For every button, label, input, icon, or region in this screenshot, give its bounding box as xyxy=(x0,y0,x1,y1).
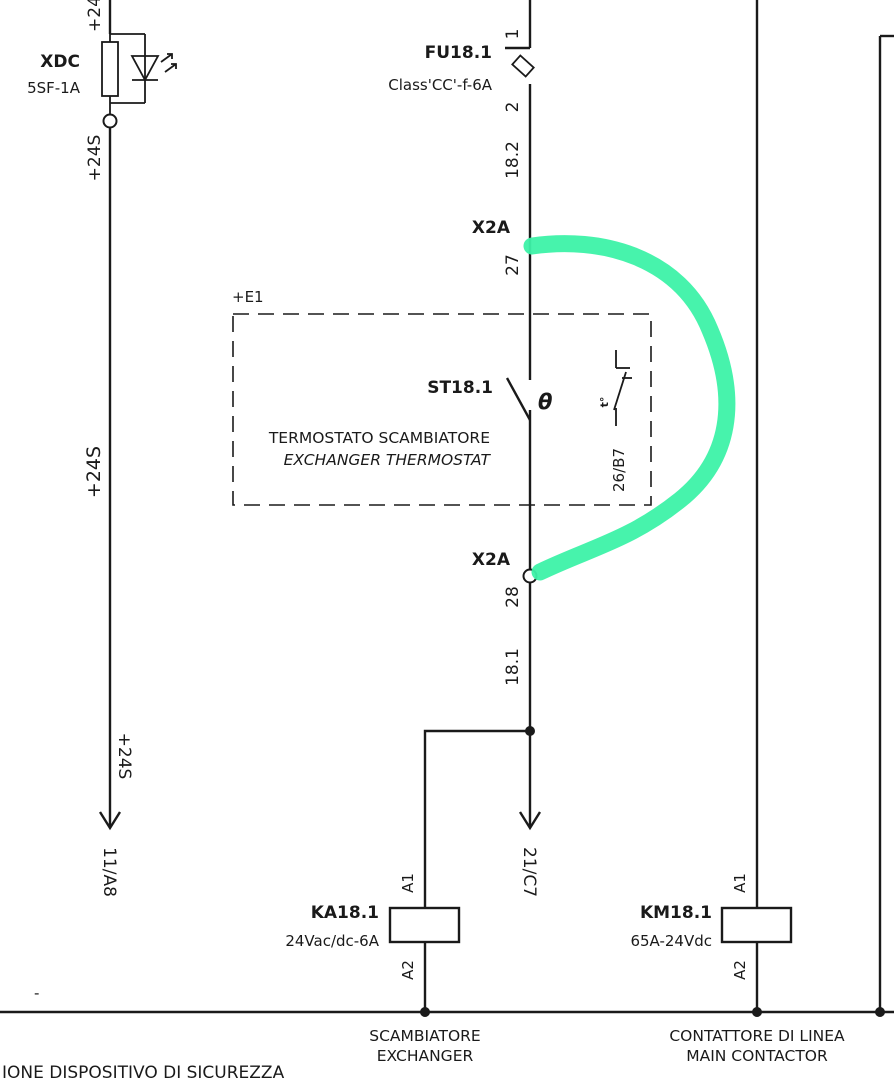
highlight-stroke xyxy=(523,235,736,581)
terminal-27: 27 xyxy=(503,254,523,276)
enclosure-ref: +E1 xyxy=(232,288,264,306)
wire-label-24s-low: +24S xyxy=(114,733,134,780)
relay-ka-pin-a2: A2 xyxy=(399,960,417,980)
wire-label-18-1: 18.1 xyxy=(503,648,523,686)
relay-km-label-en: MAIN CONTACTOR xyxy=(686,1047,828,1065)
xdc-spec: 5SF-1A xyxy=(27,79,81,97)
terminal-x2a-top-ref: X2A xyxy=(472,218,511,238)
relay-km-pin-a2: A2 xyxy=(731,960,749,980)
thermostat-symbol: θ xyxy=(538,390,552,414)
fuse-pin-1: 1 xyxy=(503,29,523,40)
terminal-28: 28 xyxy=(503,586,523,608)
fuse-pin-2: 2 xyxy=(503,102,523,113)
wire-label-24s-upper: +24S xyxy=(85,135,105,182)
wire-label-18-2: 18.2 xyxy=(503,141,523,179)
relay-ka-label-it: SCAMBIATORE xyxy=(369,1027,480,1045)
relay-ka-label-en: EXCHANGER xyxy=(377,1047,474,1065)
right-line xyxy=(875,34,894,1017)
thermostat-contact-mark: t° xyxy=(598,397,611,408)
relay-km-coil xyxy=(720,0,793,1017)
thermostat-label-it: TERMOSTATO SCAMBIATORE xyxy=(268,429,490,447)
relay-km-spec: 65A-24Vdc xyxy=(630,932,712,950)
minus-sign: - xyxy=(34,984,39,1002)
fuse-spec: Class'CC'-f-6A xyxy=(388,76,492,94)
thermostat-ref: ST18.1 xyxy=(427,378,493,398)
crossref-26-b7: 26/B7 xyxy=(610,448,628,492)
fuse-ref: FU18.1 xyxy=(425,43,492,63)
relay-ka-spec: 24Vac/dc-6A xyxy=(285,932,379,950)
supply-line-24s xyxy=(98,0,122,831)
relay-ka-ref: KA18.1 xyxy=(311,903,379,923)
xdc-fuse-led xyxy=(101,33,177,114)
xdc-ref: XDC xyxy=(40,52,80,72)
relay-km-ref: KM18.1 xyxy=(640,903,712,923)
crossref-11-a8: 11/A8 xyxy=(99,847,119,897)
enclosure-e1 xyxy=(232,313,652,506)
crossref-21-c7: 21/C7 xyxy=(519,847,539,897)
thermostat-contact-icon xyxy=(613,350,632,426)
footer-text: IONE DISPOSITIVO DI SICUREZZA xyxy=(2,1063,285,1080)
wire-label-24-top: +24 xyxy=(85,0,105,32)
thermostat-label-en: EXCHANGER THERMOSTAT xyxy=(284,451,492,469)
relay-km-pin-a1: A1 xyxy=(731,873,749,893)
relay-km-label-it: CONTATTORE DI LINEA xyxy=(669,1027,845,1045)
wire-label-24s-mid: +24S xyxy=(83,446,105,498)
terminal-x2a-bottom-ref: X2A xyxy=(472,550,511,570)
relay-ka-pin-a1: A1 xyxy=(399,873,417,893)
